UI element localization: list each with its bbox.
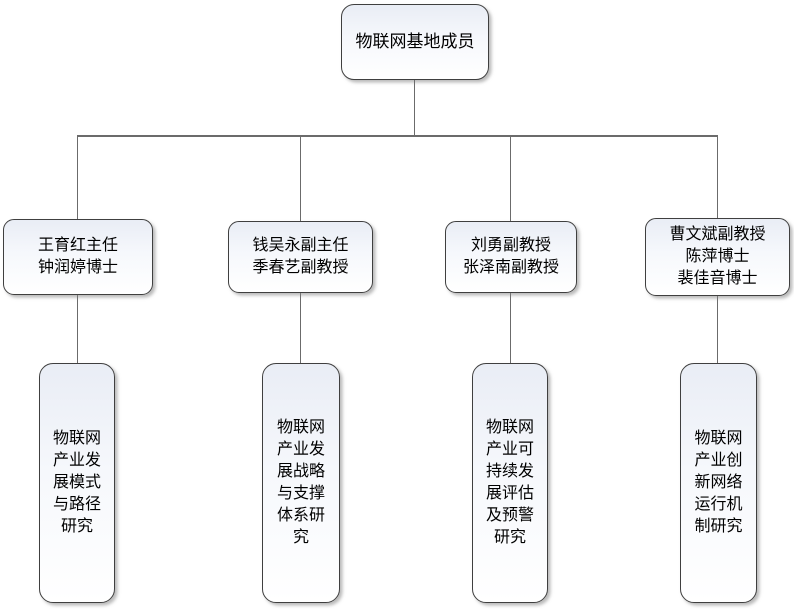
member-node-2-label: 钱吴永副主任 季春艺副教授 (252, 237, 349, 276)
connector-member-topic-2 (300, 293, 301, 364)
member-node-2: 钱吴永副主任 季春艺副教授 (228, 221, 373, 293)
topic-node-2: 物联网 产业发 展战略 与支撑 体系研 究 (262, 363, 340, 603)
connector-drop-2 (300, 136, 301, 222)
connector-drop-1 (77, 136, 78, 220)
member-node-3-label: 刘勇副教授 张泽南副教授 (462, 237, 559, 276)
topic-node-3: 物联网 产业可 持续发 展评估 及预警 研究 (472, 363, 548, 603)
topic-node-2-label: 物联网 产业发 展战略 与支撑 体系研 究 (276, 419, 325, 546)
member-node-1: 王育红主任 钟润婷博士 (3, 219, 153, 295)
topic-node-3-label: 物联网 产业可 持续发 展评估 及预警 研究 (485, 419, 534, 546)
connector-horizontal-rail (77, 135, 718, 137)
root-node: 物联网基地成员 (341, 4, 489, 80)
topic-node-4: 物联网 产业创 新网络 运行机 制研究 (680, 363, 757, 603)
connector-member-topic-3 (510, 293, 511, 364)
member-node-4-label: 曹文斌副教授 陈萍博士 裴佳音博士 (669, 226, 766, 287)
connector-drop-4 (717, 136, 718, 219)
topic-node-4-label: 物联网 产业创 新网络 运行机 制研究 (694, 430, 743, 535)
connector-drop-3 (510, 136, 511, 222)
member-node-3: 刘勇副教授 张泽南副教授 (445, 221, 577, 293)
root-node-label: 物联网基地成员 (355, 32, 475, 51)
connector-root-vertical (414, 80, 415, 137)
member-node-4: 曹文斌副教授 陈萍博士 裴佳音博士 (645, 218, 790, 296)
connector-member-topic-1 (77, 295, 78, 364)
connector-member-topic-4 (717, 296, 718, 364)
topic-node-1: 物联网 产业发 展模式 与路径 研究 (39, 363, 115, 603)
topic-node-1-label: 物联网 产业发 展模式 与路径 研究 (52, 430, 101, 535)
member-node-1-label: 王育红主任 钟润婷博士 (37, 237, 118, 276)
